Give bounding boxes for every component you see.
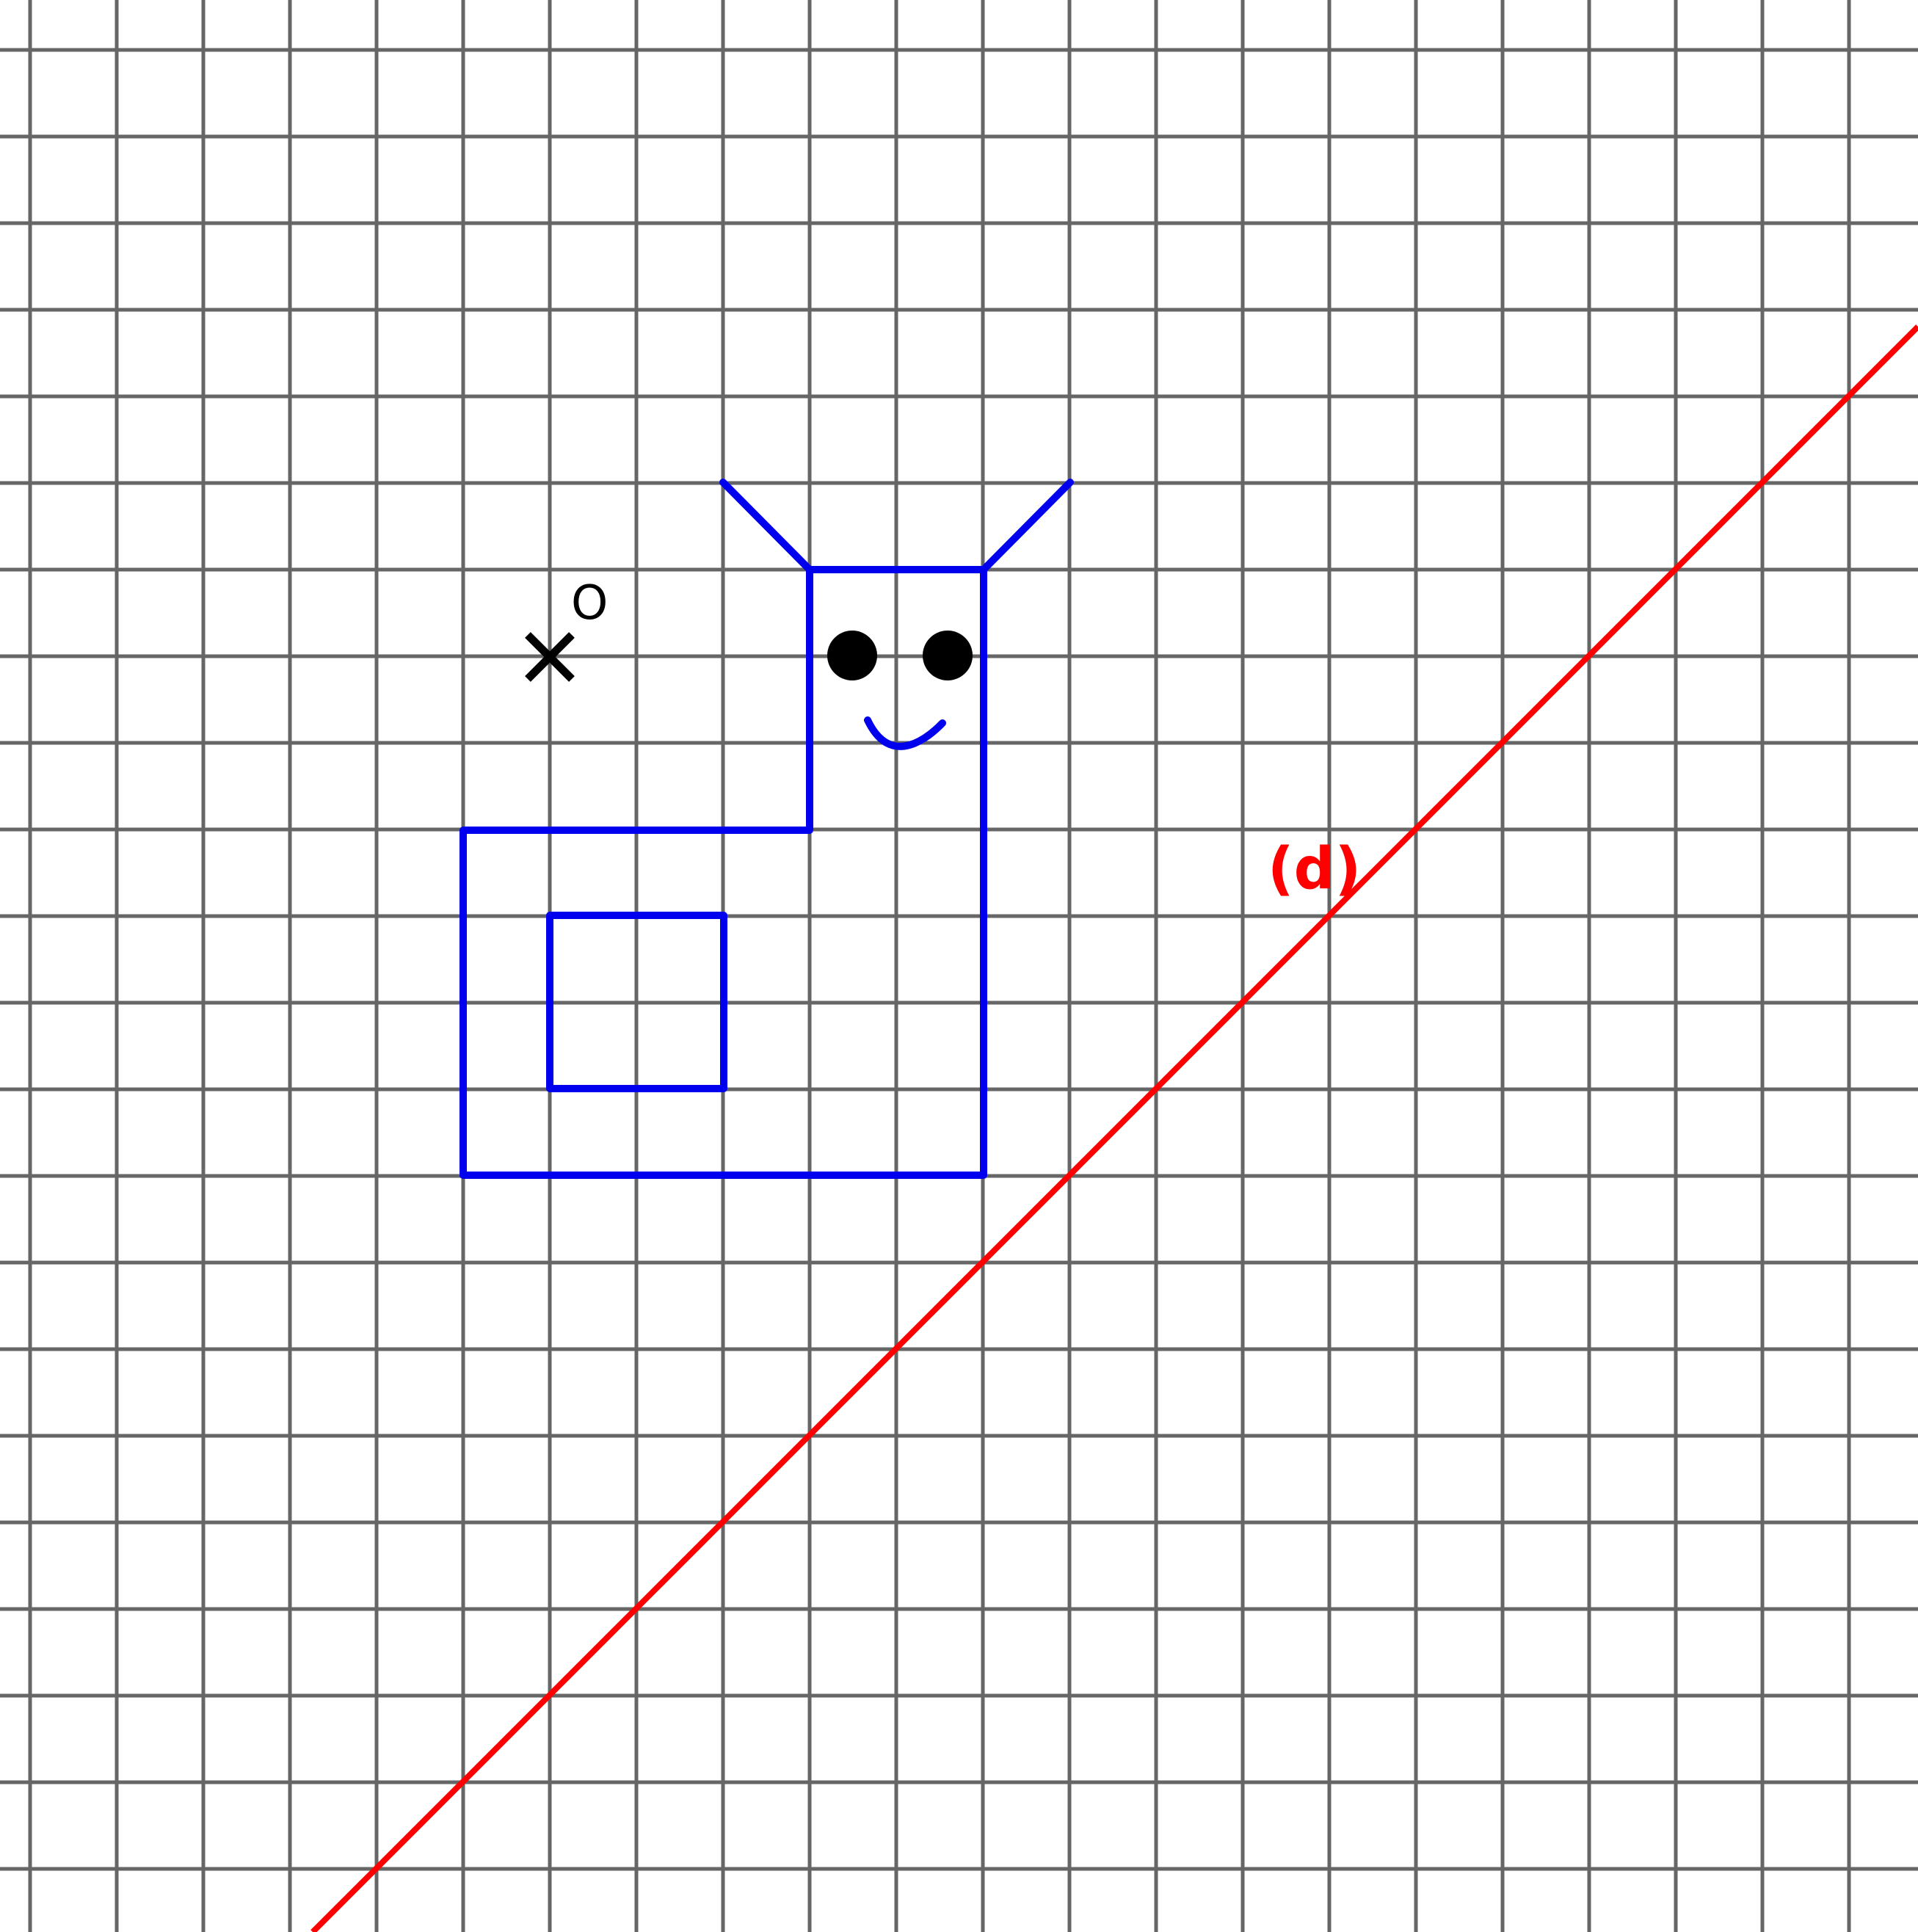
snail-figure bbox=[459, 479, 1074, 1179]
point-o-label: O bbox=[571, 576, 608, 631]
snail-left-antenna bbox=[719, 479, 813, 573]
line-d-label: (d) bbox=[1268, 836, 1361, 902]
snail-right-antenna bbox=[980, 479, 1074, 573]
point-o-marker bbox=[525, 632, 575, 682]
snail-left-eye bbox=[827, 631, 877, 680]
snail-smile bbox=[864, 716, 946, 750]
snail-shell-inner-square bbox=[546, 912, 727, 1092]
line-d bbox=[310, 324, 1918, 1932]
snail-right-eye bbox=[923, 631, 973, 680]
